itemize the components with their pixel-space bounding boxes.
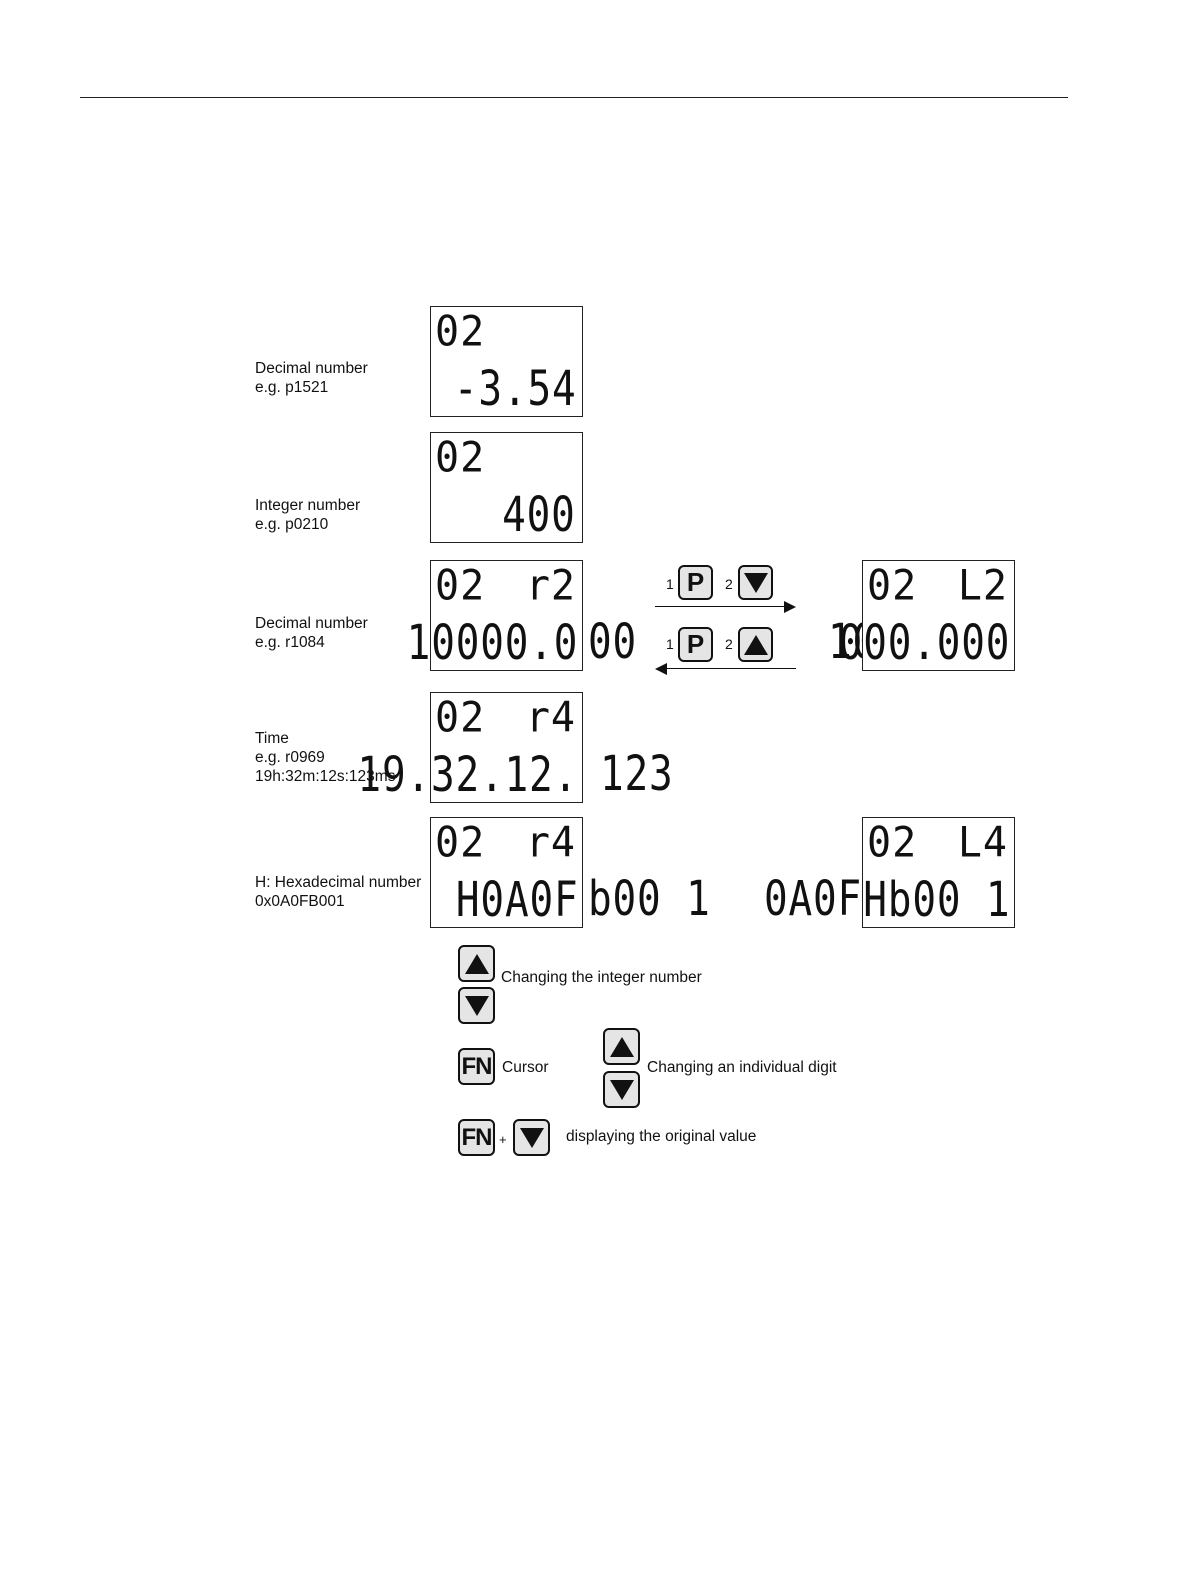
digit-change-label: Changing an individual digit <box>647 1059 837 1076</box>
param-tag: r2 <box>525 561 576 611</box>
p-key[interactable]: P <box>678 565 713 600</box>
p-key-label: P <box>686 567 705 597</box>
param-tag: r4 <box>525 693 576 743</box>
original-value-label: displaying the original value <box>566 1128 757 1145</box>
up-arrow-icon <box>464 953 489 974</box>
down-key[interactable] <box>738 565 773 600</box>
param-tag: r4 <box>525 818 576 868</box>
down-arrow-icon <box>743 572 768 593</box>
down-key[interactable] <box>458 987 495 1024</box>
lcd-display-decimal-p1521: 02 -3.54 <box>430 306 583 417</box>
overflow-digits-right: b00 1 <box>588 871 711 927</box>
param-value: Hb00 1 <box>862 872 1010 928</box>
down-key[interactable] <box>513 1119 550 1156</box>
up-key[interactable] <box>458 945 495 982</box>
param-index: 02 <box>435 818 486 868</box>
param-value: 19.32.12. <box>357 747 578 803</box>
header-rule <box>80 97 1068 98</box>
param-tag: L4 <box>957 818 1008 868</box>
lcd-display-hex-shifted-L4: 02 L4 Hb00 1 <box>862 817 1015 928</box>
back-arrow-line <box>666 668 796 669</box>
down-arrow-icon <box>464 995 489 1016</box>
fn-key-label: FN <box>461 1052 493 1080</box>
fn-key-label: FN <box>461 1123 493 1151</box>
param-index: 02 <box>435 693 486 743</box>
up-arrow-icon <box>609 1036 634 1057</box>
param-value: 000.000 <box>838 615 1010 671</box>
param-index: 02 <box>435 561 486 611</box>
overflow-digits-right: 123 <box>600 746 674 802</box>
down-key[interactable] <box>603 1071 640 1108</box>
up-key[interactable] <box>603 1028 640 1065</box>
param-index: 02 <box>435 433 486 483</box>
cursor-label: Cursor <box>502 1059 549 1076</box>
param-value: H0A0F <box>455 872 578 928</box>
lcd-display-hex: 02 r4 H0A0F <box>430 817 583 928</box>
up-key[interactable] <box>738 627 773 662</box>
param-index: 02 <box>867 561 918 611</box>
p-key-label: P <box>686 629 705 659</box>
down-arrow-icon <box>609 1079 634 1100</box>
param-tag: L2 <box>957 561 1008 611</box>
lcd-display-integer-p0210: 02 400 <box>430 432 583 543</box>
lcd-display-decimal-r1084: 02 r2 10000.0 <box>406 560 583 671</box>
forward-arrow-line <box>655 606 785 607</box>
up-arrow-icon <box>743 634 768 655</box>
arrow-right-icon <box>784 601 796 613</box>
integer-change-label: Changing the integer number <box>501 969 702 986</box>
param-value: 400 <box>502 487 576 543</box>
lcd-display-time-r0969: 02 r4 19.32.12. <box>357 692 583 803</box>
step-number: 1 <box>666 576 674 592</box>
param-value: -3.54 <box>453 361 576 417</box>
fn-key[interactable]: FN <box>458 1119 495 1156</box>
arrow-left-icon <box>655 663 667 675</box>
param-value: 10000.0 <box>406 615 578 671</box>
overflow-digits-left: 0A0F <box>764 871 863 927</box>
step-number: 1 <box>666 636 674 652</box>
step-number: 2 <box>725 636 733 652</box>
p-key[interactable]: P <box>678 627 713 662</box>
lcd-display-shifted-L2: 02 L2 000.000 <box>838 560 1015 671</box>
param-index: 02 <box>867 818 918 868</box>
plus-sign: + <box>499 1132 507 1147</box>
step-number: 2 <box>725 576 733 592</box>
down-arrow-icon <box>519 1127 544 1148</box>
fn-key[interactable]: FN <box>458 1048 495 1085</box>
param-index: 02 <box>435 307 486 357</box>
overflow-digits-right: 00 <box>588 614 638 670</box>
